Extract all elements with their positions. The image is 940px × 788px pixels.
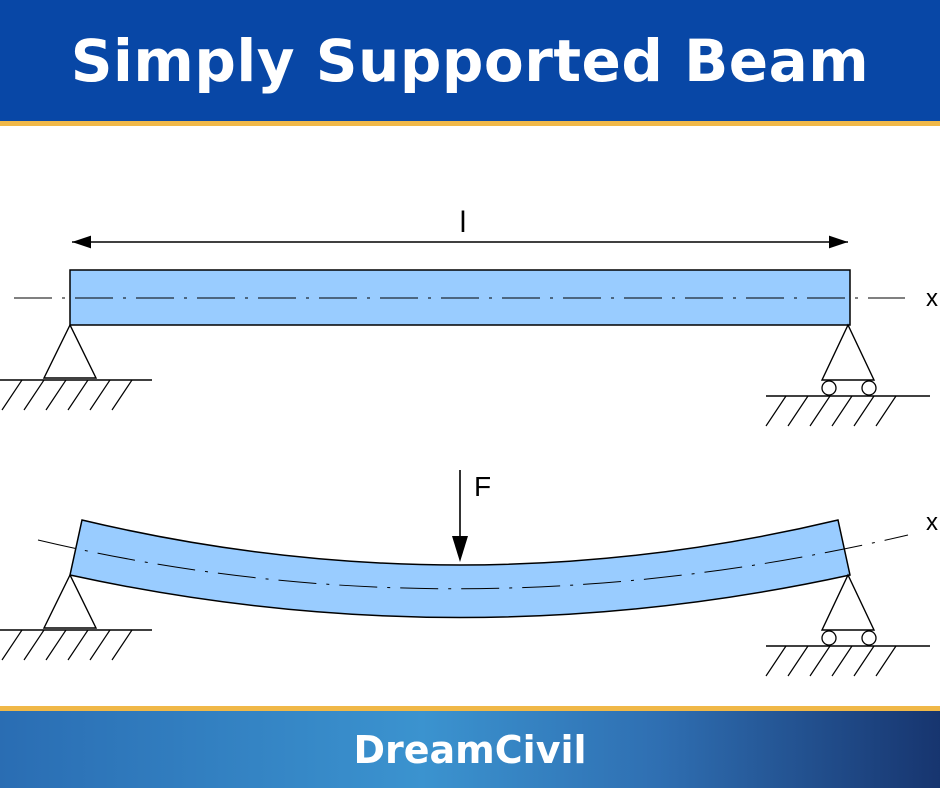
straight-beam-group: l x (0, 206, 938, 427)
pin-support-deflected (0, 573, 152, 661)
footer-banner: DreamCivil (0, 706, 940, 788)
roller-support-deflected (765, 573, 930, 677)
axis-label-deflected: x (926, 509, 938, 536)
length-label: l (460, 206, 467, 239)
roller-support (765, 323, 930, 427)
axis-label: x (926, 285, 938, 312)
header-banner: Simply Supported Beam (0, 0, 940, 126)
page-title: Simply Supported Beam (70, 26, 870, 95)
force-label: F (474, 471, 491, 502)
pin-support (0, 323, 152, 411)
brand-name: DreamCivil (353, 727, 587, 772)
deflected-beam-group: x F (0, 470, 938, 677)
deflected-beam (69, 519, 851, 619)
deflected-axis (37, 534, 909, 590)
beam-diagram: l x (0, 126, 940, 706)
beam-diagram-svg: l x (0, 206, 938, 677)
force-arrow-head (452, 536, 468, 562)
